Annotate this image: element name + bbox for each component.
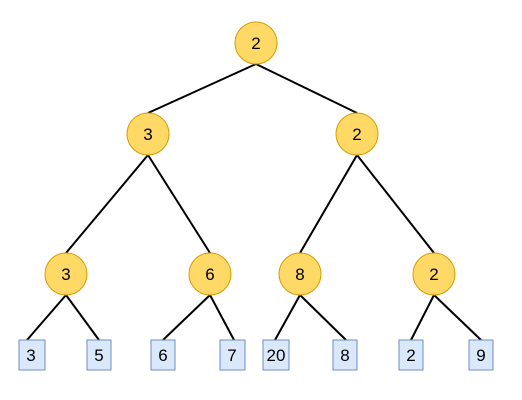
level2-node-2-label: 6 xyxy=(205,265,214,284)
leaf-node-8-box xyxy=(468,339,494,371)
edge-l2b-leaf3 xyxy=(162,294,211,341)
level1-node-right-circle xyxy=(335,112,379,156)
level1-node-left-circle xyxy=(126,112,170,156)
level2-node-4-circle xyxy=(412,252,456,296)
leaf-node-8-label: 9 xyxy=(476,346,485,365)
root-node: 2 xyxy=(234,21,278,65)
edge-l2d-leaf7 xyxy=(410,294,435,341)
root-node-circle xyxy=(234,21,278,65)
leaf-node-7-label: 2 xyxy=(406,346,415,365)
leaf-node-6-box xyxy=(332,339,358,371)
leaf-node-1-box xyxy=(18,339,46,371)
leaf-node-2-box xyxy=(86,339,112,371)
leaf-node-3: 6 xyxy=(150,339,176,371)
level2-node-2: 6 xyxy=(188,252,232,296)
edge-l1b-l2d xyxy=(356,154,435,254)
level2-node-3-label: 8 xyxy=(295,265,304,284)
edge-root-right xyxy=(255,63,358,114)
edge-l1a-l2b xyxy=(147,154,211,254)
leaf-node-7: 2 xyxy=(398,339,424,371)
leaf-node-2-label: 5 xyxy=(94,346,103,365)
level2-node-3: 8 xyxy=(278,252,322,296)
leaf-node-7-box xyxy=(398,339,424,371)
root-node-label: 2 xyxy=(251,34,260,53)
level1-node-right: 2 xyxy=(335,112,379,156)
level2-node-1: 3 xyxy=(44,252,88,296)
leaf-node-4: 7 xyxy=(219,339,246,371)
level1-node-right-label: 2 xyxy=(352,125,361,144)
leaf-node-3-label: 6 xyxy=(158,346,167,365)
level2-node-2-circle xyxy=(188,252,232,296)
level2-node-3-circle xyxy=(278,252,322,296)
level2-node-1-label: 3 xyxy=(61,265,70,284)
edge-l1a-l2a xyxy=(65,154,149,254)
edge-l2c-leaf5 xyxy=(274,294,301,341)
level2-node-4-label: 2 xyxy=(429,265,438,284)
edge-l2d-leaf8 xyxy=(433,294,482,341)
edge-l2c-leaf6 xyxy=(299,294,347,341)
leaf-node-5: 20 xyxy=(262,339,290,371)
edge-l2a-leaf1 xyxy=(26,294,67,341)
tree-edges xyxy=(26,63,482,341)
level1-node-left: 3 xyxy=(126,112,170,156)
leaf-node-4-label: 7 xyxy=(227,346,236,365)
edge-l2b-leaf4 xyxy=(209,294,235,341)
leaf-node-6: 8 xyxy=(332,339,358,371)
leaf-node-2: 5 xyxy=(86,339,112,371)
leaf-node-1: 3 xyxy=(18,339,46,371)
level1-node-left-label: 3 xyxy=(143,125,152,144)
level2-node-1-circle xyxy=(44,252,88,296)
edge-l2a-leaf2 xyxy=(65,294,100,341)
leaf-node-4-box xyxy=(219,339,246,371)
leaf-node-6-label: 8 xyxy=(340,346,349,365)
leaf-node-3-box xyxy=(150,339,176,371)
edge-root-left xyxy=(147,63,257,114)
leaf-node-5-label: 20 xyxy=(267,346,286,365)
edge-l1b-l2c xyxy=(299,154,358,254)
leaf-node-5-box xyxy=(262,339,290,371)
leaf-node-1-label: 3 xyxy=(26,346,35,365)
level2-node-4: 2 xyxy=(412,252,456,296)
leaf-node-8: 9 xyxy=(468,339,494,371)
